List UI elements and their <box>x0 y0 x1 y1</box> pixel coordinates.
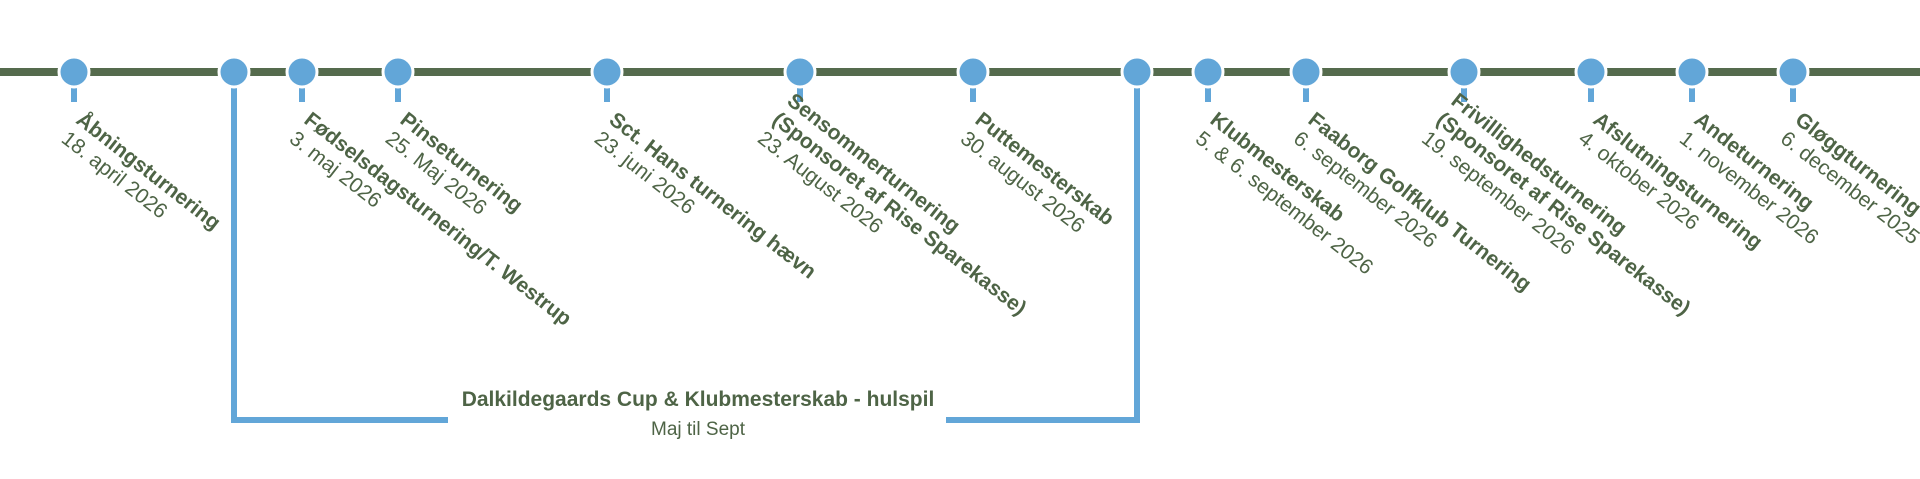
cup-start-marker <box>217 55 251 89</box>
event-marker-12 <box>1776 55 1810 89</box>
cup-subtitle: Maj til Sept <box>651 419 745 440</box>
event-marker-8 <box>1289 55 1323 89</box>
event-marker-10 <box>1574 55 1608 89</box>
event-marker-5 <box>783 55 817 89</box>
cup-bracket-line <box>231 72 1140 423</box>
event-marker-3 <box>381 55 415 89</box>
cup-end-marker <box>1120 55 1154 89</box>
event-marker-2 <box>285 55 319 89</box>
event-marker-9 <box>1447 55 1481 89</box>
event-marker-4 <box>590 55 624 89</box>
event-marker-11 <box>1675 55 1709 89</box>
event-marker-1 <box>57 55 91 89</box>
event-marker-7 <box>1191 55 1225 89</box>
event-marker-6 <box>956 55 990 89</box>
cup-title: Dalkildegaards Cup & Klubmesterskab - hu… <box>461 388 935 411</box>
